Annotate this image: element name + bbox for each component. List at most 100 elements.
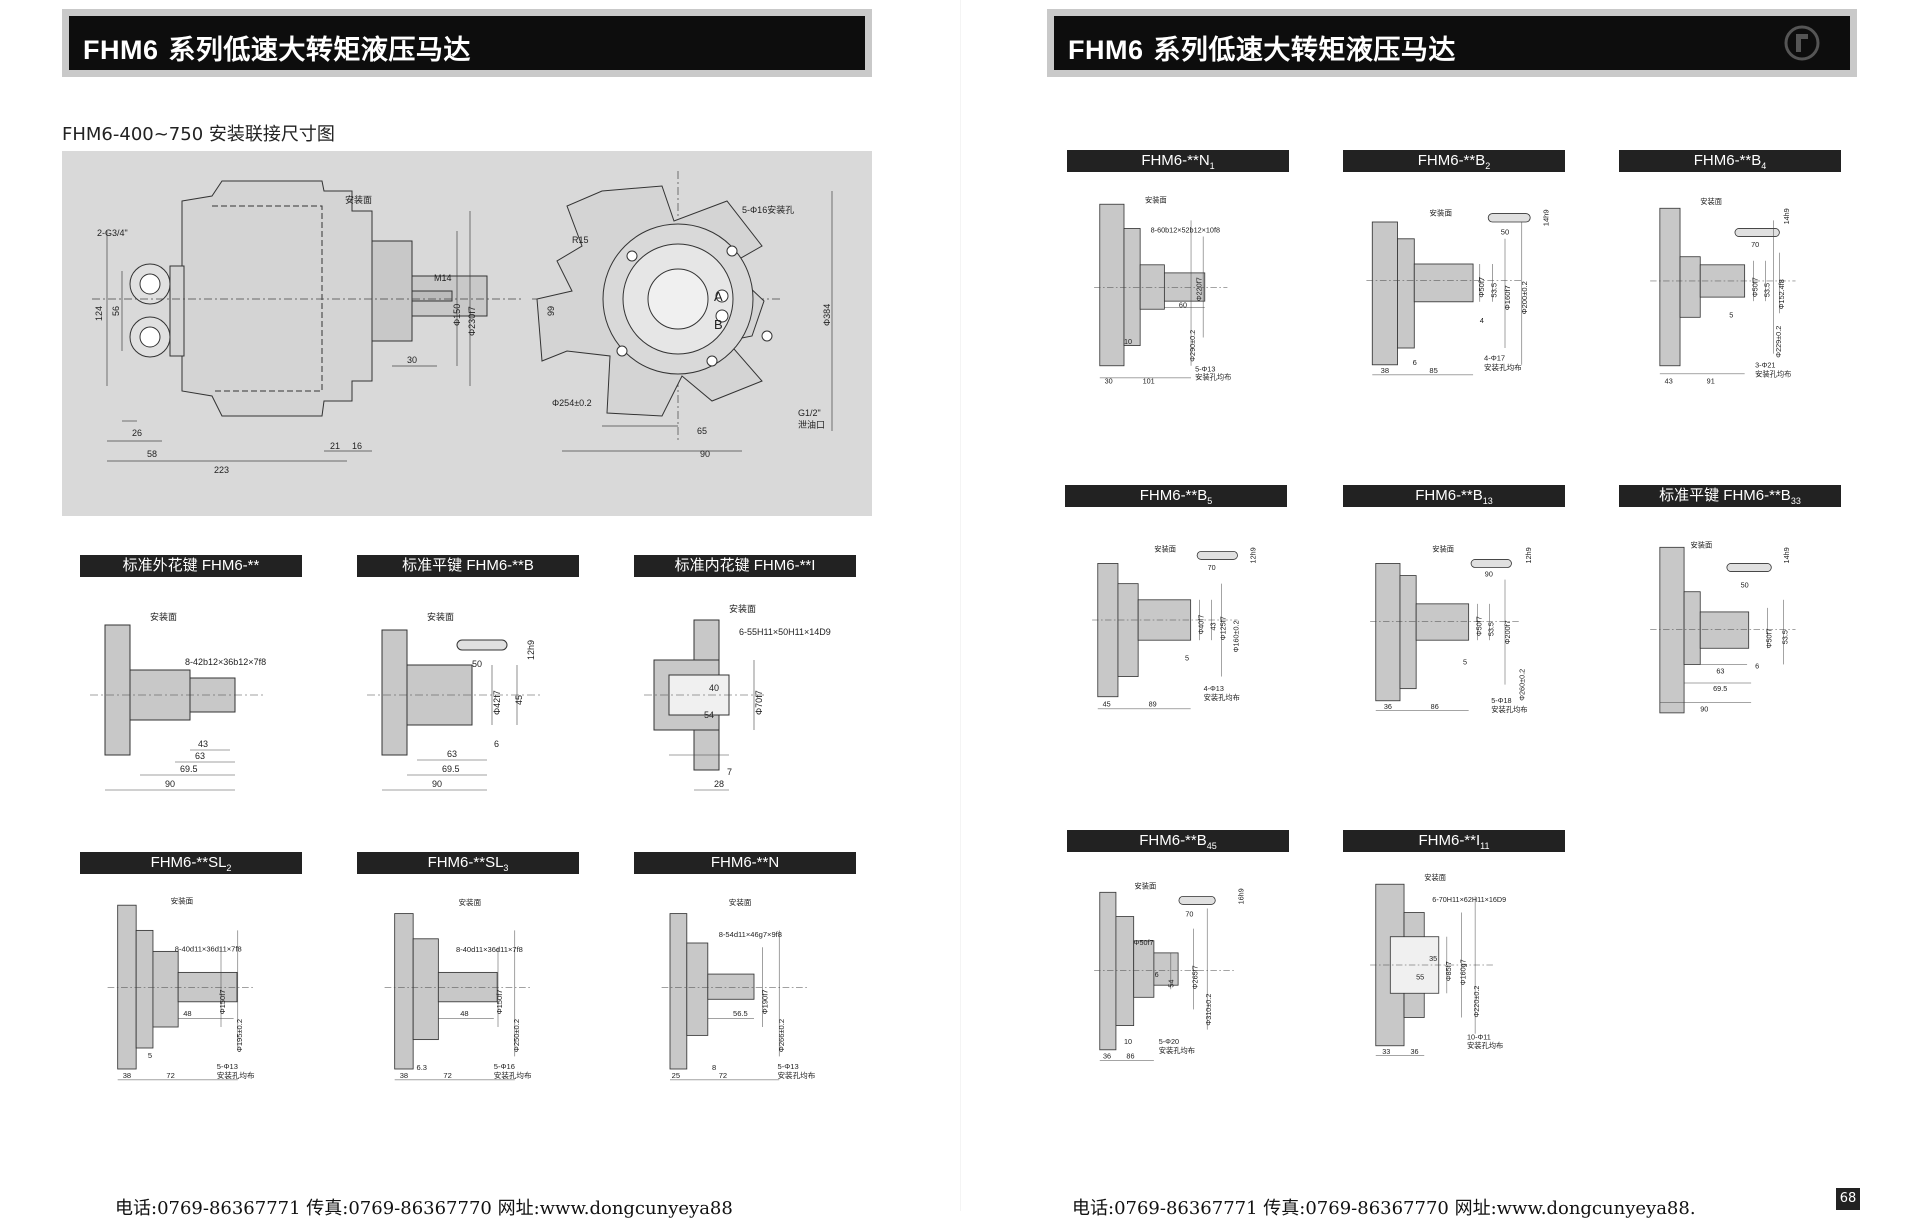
spec-label: 14h9 [1542,209,1551,226]
variant-label-b13: FHM6-**B13 [1343,485,1565,507]
left-header-model: FHM6 [83,35,159,65]
variant-n-drawing: 安装面 8-54d11×46g7×9f8 56.5 Φ190f7 Φ266±0.… [661,897,816,1080]
dim-label: 6 [494,739,499,749]
label-sub: 33 [1790,496,1801,506]
right-page-header: FHM6 系列低速大转矩液压马达 [1047,9,1857,77]
dim-label: Φ200±0.2 [1520,281,1529,314]
dim-label: Φ150f7 [495,989,504,1014]
dim-label: Φ50f7 [1477,277,1486,298]
dim-label: 安装孔均布 [778,1070,816,1080]
variant-n1-drawing: 安装面 8-60b12×52b12×10f8 60 Φ220f7 10 Φ290… [1094,196,1231,386]
dim-label: 6 [1755,661,1759,670]
label-sub: 45 [1206,841,1217,851]
mount-label: 安装面 [171,896,194,906]
variant-label-b4: FHM6-**B4 [1619,150,1841,172]
label-d99: 99 [546,306,556,316]
label-main: FHM6-**B [1417,152,1486,169]
dim-label: 53.5 [1780,630,1789,644]
dim-label: 35 [1429,954,1437,963]
dim-label: 101 [1143,377,1155,386]
left-header-text: 系列低速大转矩液压马达 [168,35,471,66]
label-main: FHM6-**I [1418,832,1481,849]
dim-label: 6 [1413,358,1417,367]
dim-label: 69.5 [180,764,198,774]
label-holes: 5-Φ16安装孔 [742,204,794,215]
variant-b4: 安装面 14h9 70 Φ50f7 53.5 Φ152.4f8 5 Φ229±0… [1619,180,1859,390]
label-d58: 58 [147,449,157,459]
dim-label: 43 [1209,622,1218,630]
dim-label: Φ50f7 [1764,628,1773,648]
dim-label: 63 [447,749,457,759]
variant-i11: 安装面 6-70H11×62H11×16D9 35 55 Φ85f7 Φ160g… [1343,860,1583,1070]
dim-label: Φ40f7 [1197,615,1206,635]
variant-external-spline-drawing: 安装面 8-42b12×36b12×7f8 43 63 69.5 90 [90,611,266,791]
dim-label: 5-Φ13 [778,1062,799,1071]
dim-label: 安装孔均布 [217,1070,255,1080]
label-main: FHM6-**SL [150,854,227,871]
dim-label: Φ265f7 [1191,965,1200,989]
label-main: FHM6-**B [1139,487,1208,504]
side-view [129,180,488,417]
label-d124: 124 [94,306,104,321]
dim-label: Φ260±0.2 [1517,669,1526,701]
label-d65: 65 [697,426,707,436]
dim-label: Φ152.4f8 [1777,279,1786,309]
main-drawing-labels: 安装面 2-G3/4" M14 Φ150 Φ230f7 124 56 30 26… [94,194,832,475]
variant-sl2-drawing: 安装面 8-40d11×36d11×7f8 48 Φ150f7 Φ195±0.2… [107,896,255,1080]
label-sub: 5 [1207,496,1213,506]
label-m14: M14 [434,273,452,283]
dim-label: 5 [1729,310,1733,319]
variant-b33: 安装面 14h9 50 Φ50f7 53.5 6 63 69.5 90 [1619,515,1859,725]
label-b: B [714,317,723,332]
mount-label: 安装面 [729,603,756,614]
variant-label-b33: 标准平键 FHM6-**B33 [1619,485,1841,507]
variant-b45-drawing: 安装面 16h9 70 Φ50f7 54 Φ265f7 6 Φ310±0.2 1… [1094,881,1246,1061]
left-header-bar: FHM6 系列低速大转矩液压马达 [69,16,865,70]
variant-label-internal-spline: 标准内花键 FHM6-**I [634,555,856,577]
dim-label: Φ160g7 [1458,959,1467,985]
dim-label: Φ200f7 [1503,620,1512,644]
dim-label: 72 [166,1071,174,1080]
variant-label-b5: FHM6-**B5 [1065,485,1287,507]
dim-label: 55 [1416,973,1424,982]
dim-label: Φ229±0.2 [1774,326,1783,358]
label-sub: 3 [503,863,509,873]
dim-label: 38 [123,1071,131,1080]
mount-label: 安装面 [427,611,454,622]
dim-label: 安装孔均布 [1755,369,1791,378]
label-main: FHM6-**SL [427,854,504,871]
dim-label: 5 [1463,657,1467,666]
dim-label: Φ190f7 [760,989,769,1014]
left-page-header: FHM6 系列低速大转矩液压马达 [62,9,872,77]
dim-label: Φ150f7 [218,989,227,1014]
dim-label: 89 [1149,699,1157,708]
label-d16: 16 [352,441,362,451]
dim-label: 70 [1185,910,1193,919]
label-d90: 90 [700,449,710,459]
dim-label: 安装孔均布 [1204,693,1240,702]
section-title: FHM6-400~750 安装联接尺寸图 [62,124,335,145]
dim-label: 5-Φ20 [1159,1037,1179,1046]
variant-b13: 安装面 12h9 90 Φ50f7 53.5 Φ200f7 5 Φ260±0.2… [1343,515,1583,725]
label-d254: Φ254±0.2 [552,398,592,408]
dim-label: 56.5 [733,1009,748,1018]
dim-label: 54 [704,710,714,720]
dim-label: 4-Φ13 [1204,684,1224,693]
dim-label: 90 [1700,704,1708,713]
variant-i11-drawing: 安装面 6-70H11×62H11×16D9 35 55 Φ85f7 Φ160g… [1370,873,1506,1056]
dim-label: 3-Φ21 [1755,360,1775,369]
spec-label: 8-40d11×36d11×7f8 [175,944,242,953]
variant-label-flat-key: 标准平键 FHM6-**B [357,555,579,577]
dim-label: 90 [1485,569,1493,578]
dim-label: 86 [1126,1052,1134,1061]
variant-b45: 安装面 16h9 70 Φ50f7 54 Φ265f7 6 Φ310±0.2 1… [1067,860,1307,1070]
mount-label: 安装面 [1154,544,1176,553]
spec-label: 8-40d11×36d11×7f8 [456,945,523,954]
spec-label: 12h9 [1524,547,1533,563]
dim-label: 10-Φ11 [1467,1032,1491,1041]
dim-label: Φ290±0.2 [1188,330,1197,362]
spec-label: 6-55H11×50H11×14D9 [739,627,831,637]
dim-label: 43 [198,739,208,749]
dim-label: 安装孔均布 [1195,373,1231,382]
dim-label: 45 [1103,699,1111,708]
